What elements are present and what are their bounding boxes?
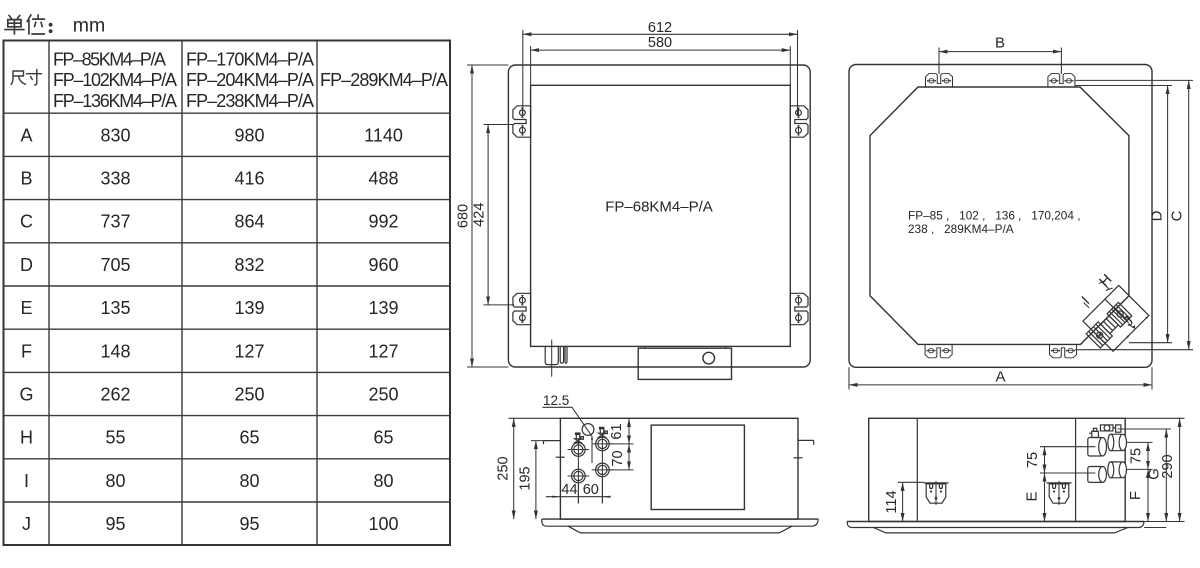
- svg-text:J: J: [22, 514, 31, 534]
- svg-text:E: E: [1024, 491, 1041, 501]
- svg-text:416: 416: [234, 169, 264, 189]
- svg-text:A: A: [995, 368, 1005, 385]
- svg-text:A: A: [20, 125, 32, 145]
- svg-text:12.5: 12.5: [543, 393, 569, 408]
- svg-text:80: 80: [239, 471, 259, 491]
- svg-text:FP–68KM4–P/A: FP–68KM4–P/A: [605, 199, 713, 216]
- svg-text:H: H: [20, 428, 33, 448]
- svg-text:80: 80: [105, 471, 125, 491]
- svg-text:75: 75: [1025, 452, 1041, 468]
- svg-text:FP–289KM4–P/A: FP–289KM4–P/A: [320, 70, 448, 90]
- svg-text:127: 127: [368, 341, 398, 361]
- svg-text:95: 95: [105, 514, 125, 534]
- svg-text:B: B: [20, 169, 32, 189]
- svg-text:G: G: [1146, 468, 1163, 480]
- svg-text:65: 65: [373, 428, 393, 448]
- svg-text:F: F: [21, 341, 32, 361]
- svg-text:737: 737: [100, 212, 130, 232]
- svg-text:580: 580: [648, 35, 672, 51]
- svg-text:250: 250: [496, 456, 512, 480]
- svg-text:864: 864: [234, 212, 264, 232]
- svg-text:424: 424: [472, 203, 488, 227]
- svg-text:135: 135: [100, 298, 130, 318]
- svg-text:80: 80: [373, 471, 393, 491]
- svg-text:148: 148: [100, 341, 130, 361]
- svg-text:992: 992: [368, 212, 398, 232]
- svg-text:195: 195: [518, 466, 534, 490]
- svg-text:65: 65: [239, 428, 259, 448]
- svg-text:FP–85KM4–P/A: FP–85KM4–P/A: [53, 50, 166, 70]
- svg-text:FP–238KM4–P/A: FP–238KM4–P/A: [186, 91, 314, 111]
- svg-text:612: 612: [648, 20, 672, 36]
- svg-text:114: 114: [884, 490, 900, 513]
- svg-text:B: B: [995, 35, 1005, 52]
- svg-text:832: 832: [234, 255, 264, 275]
- svg-text:44: 44: [561, 482, 577, 498]
- svg-text:FP–204KM4–P/A: FP–204KM4–P/A: [186, 70, 314, 90]
- svg-text:F: F: [1127, 491, 1144, 500]
- svg-text:D: D: [20, 255, 33, 275]
- svg-text:680: 680: [456, 204, 472, 228]
- svg-text:1140: 1140: [364, 125, 403, 145]
- svg-text:mm: mm: [73, 15, 106, 37]
- svg-text:70: 70: [610, 450, 626, 466]
- svg-text:290: 290: [1160, 454, 1176, 478]
- svg-text:D: D: [1149, 210, 1166, 221]
- svg-text:830: 830: [100, 125, 130, 145]
- svg-text:E: E: [20, 298, 32, 318]
- svg-text:H: H: [1097, 271, 1116, 290]
- svg-text:100: 100: [368, 514, 398, 534]
- svg-text:C: C: [20, 212, 33, 232]
- svg-text:FP–136KM4–P/A: FP–136KM4–P/A: [53, 91, 177, 111]
- svg-text:55: 55: [105, 428, 125, 448]
- svg-text:61: 61: [609, 423, 625, 439]
- svg-text:250: 250: [368, 385, 398, 405]
- svg-text:238 , 289KM4–P/A: 238 , 289KM4–P/A: [908, 222, 1014, 236]
- svg-text:60: 60: [583, 482, 599, 498]
- svg-text:262: 262: [100, 385, 130, 405]
- svg-text:75: 75: [1129, 448, 1145, 464]
- svg-text:FP–170KM4–P/A: FP–170KM4–P/A: [186, 50, 314, 70]
- svg-text:488: 488: [368, 169, 398, 189]
- svg-text:95: 95: [239, 514, 259, 534]
- svg-text:250: 250: [234, 385, 264, 405]
- svg-text:139: 139: [234, 298, 264, 318]
- svg-text:C: C: [1169, 210, 1186, 221]
- svg-text:G: G: [19, 385, 33, 405]
- svg-text:127: 127: [234, 341, 264, 361]
- svg-text:FP–85 , 102 , 136 , 170,: FP–85 , 102 , 136 , 170,204 ,: [908, 209, 1080, 223]
- svg-text:I: I: [24, 471, 29, 491]
- svg-text:705: 705: [100, 255, 130, 275]
- svg-text:980: 980: [234, 125, 264, 145]
- svg-text:338: 338: [100, 169, 130, 189]
- svg-text:FP–102KM4–P/A: FP–102KM4–P/A: [53, 70, 177, 90]
- svg-text:139: 139: [368, 298, 398, 318]
- svg-text:960: 960: [368, 255, 398, 275]
